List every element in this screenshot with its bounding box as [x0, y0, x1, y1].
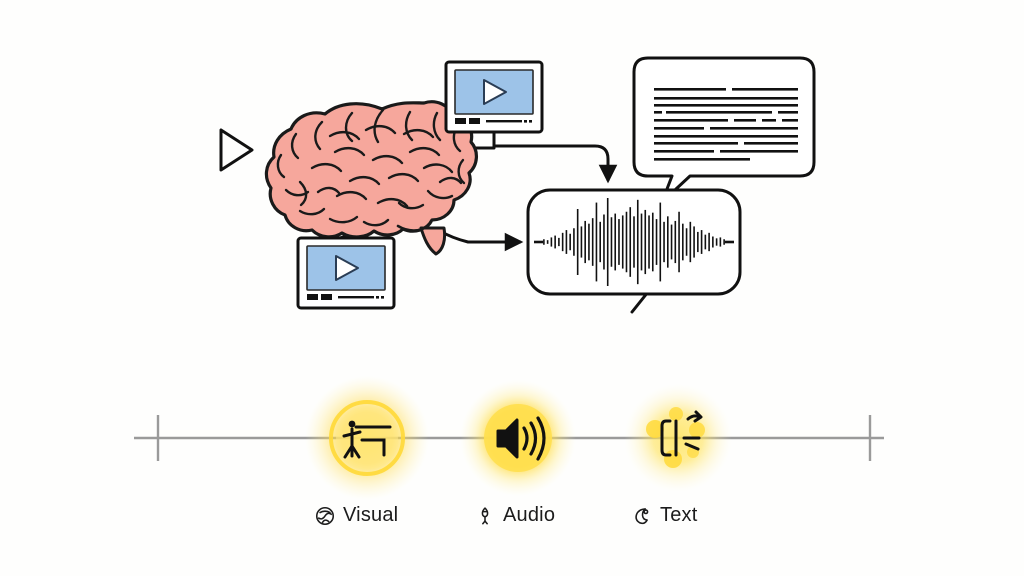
waveform-bar — [554, 235, 556, 249]
microphone-icon — [474, 505, 496, 527]
timeline-label-audio-text: Audio — [503, 504, 556, 526]
waveform-bar — [663, 221, 665, 263]
waveform-bar — [651, 212, 654, 272]
waveform-bar — [670, 224, 673, 260]
waveform-bar — [667, 216, 669, 268]
waveform-bar — [693, 226, 695, 258]
waveform-bar — [685, 228, 688, 256]
waveform-bar — [719, 237, 722, 247]
waveform-bar — [573, 228, 575, 256]
moon-spark-icon — [631, 505, 653, 527]
waveform-bar — [682, 223, 684, 261]
waveform-bar — [625, 211, 628, 273]
play-triangle-icon — [219, 128, 254, 172]
timeline-label-visual: Visual — [314, 504, 398, 527]
waveform-bar — [550, 237, 553, 247]
waveform-bar — [606, 198, 609, 286]
timeline-node-visual[interactable] — [305, 376, 429, 500]
waveform-bar — [689, 221, 692, 263]
timeline-node-text[interactable] — [624, 384, 732, 492]
waveform-bar — [712, 236, 714, 248]
waveform-bar — [543, 239, 545, 245]
waveform-bar — [603, 214, 605, 270]
waveform-baseline-left — [534, 240, 543, 244]
waveform-bar — [640, 213, 643, 271]
waveform-bar — [723, 239, 725, 245]
globe-puzzle-icon — [314, 505, 336, 527]
waveform-bar — [633, 216, 635, 268]
waveform-bar — [700, 230, 703, 254]
waveform-bar — [678, 211, 680, 273]
waveform-bar — [648, 215, 650, 269]
timeline-label-visual-text: Visual — [343, 504, 399, 526]
waveform-bar — [561, 232, 564, 252]
waveform-bar — [704, 234, 707, 250]
waveform-bar — [610, 217, 613, 267]
timeline-label-audio: Audio — [474, 504, 555, 527]
modality-timeline — [134, 376, 884, 500]
visual-node-core — [336, 407, 398, 469]
brain — [264, 100, 478, 256]
waveform-bar — [629, 207, 632, 277]
waveform-bar — [576, 209, 579, 275]
text-node-blob-3 — [689, 422, 705, 438]
text-node-blob-1 — [646, 420, 664, 438]
text-node-blob-2 — [669, 407, 683, 421]
waveform-bar — [580, 226, 583, 258]
diagram-group — [219, 56, 816, 314]
waveform-bar — [591, 218, 594, 266]
timeline-label-text: Text — [631, 504, 697, 527]
waveform-bar — [636, 199, 639, 285]
waveform-bar — [659, 202, 662, 282]
timeline-node-audio[interactable] — [460, 380, 576, 496]
video-player-bottom — [296, 236, 396, 310]
waveform-bar — [618, 219, 620, 265]
waveform-bar — [644, 209, 647, 275]
audio-waveform-box — [526, 188, 742, 296]
waveform-baseline-right — [725, 240, 734, 244]
waveform-bar — [655, 219, 658, 265]
waveform-bar — [599, 221, 601, 263]
waveform-bar — [621, 215, 624, 269]
person-screen-icon — [342, 420, 392, 459]
waveform-bar — [697, 231, 699, 253]
speech-bubble-text-lines — [654, 88, 798, 161]
text-cursor-arrow-icon — [660, 410, 703, 457]
visual-node-ring — [329, 400, 405, 476]
audio-waveform-bars — [534, 198, 734, 286]
waveform-bar — [674, 220, 677, 264]
waveform-bar — [565, 230, 568, 254]
waveform-bar — [584, 220, 586, 264]
timeline-label-text-text: Text — [660, 504, 698, 526]
waveform-bar — [708, 232, 710, 252]
text-node-blob-4 — [664, 450, 682, 468]
waveform-bar — [588, 223, 590, 261]
text-node-glow — [624, 384, 732, 492]
text-speech-bubble — [632, 56, 816, 204]
waveform-bar — [558, 237, 560, 247]
waveform-bar — [569, 233, 571, 251]
waveform-bar — [614, 213, 617, 271]
waveform-bar — [595, 202, 598, 282]
waveform-bar — [546, 240, 549, 244]
waveform-bar — [715, 238, 718, 246]
speaker-waves-icon — [496, 416, 546, 461]
video-player-top — [444, 60, 544, 134]
